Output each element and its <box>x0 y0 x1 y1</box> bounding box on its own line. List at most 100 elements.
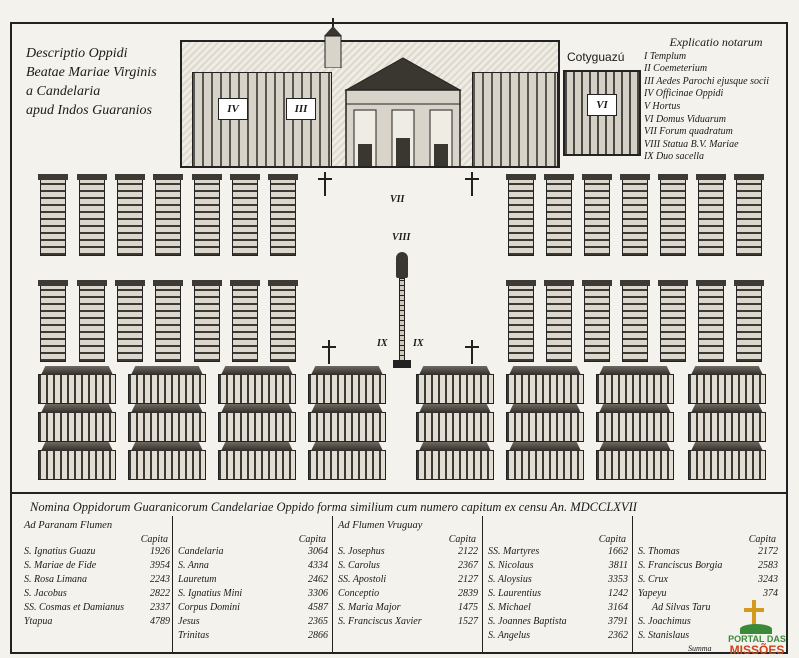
town-name: Conceptio <box>338 588 380 599</box>
legend-item: III Aedes Parochi ejusque socii <box>644 75 769 87</box>
town-capita: 3064 <box>308 546 328 557</box>
house-block <box>544 280 574 362</box>
town-name: SS. Apostoli <box>338 574 387 585</box>
table-row: S. Stanislaus <box>638 630 778 644</box>
long-house <box>596 412 674 442</box>
label-iii: III <box>286 98 316 120</box>
label-iv: IV <box>218 98 248 120</box>
house-block <box>153 280 183 362</box>
table-row: S. Joannes Baptista 3791 <box>488 616 628 630</box>
town-capita: 3791 <box>608 616 628 627</box>
town-capita: 4334 <box>308 560 328 571</box>
town-name: S. Franciscus Borgia <box>638 560 723 571</box>
table-heading: Nomina Oppidorum Guaranicorum Candelaria… <box>30 500 637 514</box>
town-capita: 2866 <box>308 630 328 641</box>
house-block <box>77 280 107 362</box>
summa-label: Summa <box>688 644 712 653</box>
town-name: S. Rosa Limana <box>24 574 88 585</box>
column-base <box>393 360 411 368</box>
house-block <box>115 280 145 362</box>
town-name: S. Angelus <box>488 630 531 641</box>
house-block <box>620 174 650 256</box>
column-shaft <box>399 278 405 362</box>
town-capita: 3306 <box>308 588 328 599</box>
town-capita: 4587 <box>308 602 328 613</box>
house-block <box>582 280 612 362</box>
column-divider <box>332 516 333 654</box>
town-capita: 2365 <box>308 616 328 627</box>
town-name: S. Mariae de Fide <box>24 560 97 571</box>
long-house <box>416 374 494 404</box>
town-capita: 3353 <box>608 574 628 585</box>
long-house <box>596 374 674 404</box>
house-block <box>506 174 536 256</box>
house-block <box>268 174 298 256</box>
long-house <box>38 450 116 480</box>
label-viii: VIII <box>392 232 411 243</box>
logo-line-2: MISSÕES <box>729 643 785 657</box>
label-ix: IX <box>377 338 388 349</box>
town-capita: 2172 <box>758 546 778 557</box>
town-capita: 3811 <box>608 560 628 571</box>
town-name: S. Joannes Baptista <box>488 616 567 627</box>
town-name: S. Ignatius Mini <box>178 588 243 599</box>
legend-item: VII Forum quadratum <box>644 126 733 138</box>
town-name: Jesus <box>178 616 200 627</box>
town-name: S. Laurentius <box>488 588 541 599</box>
town-name: S. Michael <box>488 602 531 613</box>
house-block <box>734 174 764 256</box>
column-divider <box>482 516 483 654</box>
long-house <box>506 374 584 404</box>
capita-label: Capita <box>140 534 168 545</box>
town-capita: 2583 <box>758 560 778 571</box>
cross-icon <box>322 340 336 364</box>
long-house <box>218 450 296 480</box>
table-row: Jesus 2365 <box>178 616 328 630</box>
town-name: S. Anna <box>178 560 209 571</box>
house-block <box>544 174 574 256</box>
title-line: Beatae Mariae Virginis <box>26 65 157 80</box>
long-house <box>128 450 206 480</box>
table-row: S. Joachimus <box>638 616 778 630</box>
town-name: S. Stanislaus <box>638 630 690 641</box>
town-name: SS. Martyres <box>488 546 540 557</box>
towns-table: Nomina Oppidorum Guaranicorum Candelaria… <box>10 492 788 654</box>
legend-item: V Hortus <box>644 100 681 112</box>
capita-label: Capita <box>298 534 326 545</box>
logo-line-1: PORTAL DAS <box>728 634 786 644</box>
house-block <box>115 174 145 256</box>
town-name: S. Maria Major <box>338 602 401 613</box>
town-capita: 2337 <box>150 602 170 613</box>
long-house <box>506 412 584 442</box>
town-name: S. Thomas <box>638 546 680 557</box>
column-header: Ad Flumen Vruguay <box>338 520 423 531</box>
town-capita: 1926 <box>150 546 170 557</box>
house-block <box>734 280 764 362</box>
town-capita: 2822 <box>150 588 170 599</box>
column-divider <box>172 516 173 654</box>
column-header <box>638 520 778 534</box>
long-house <box>688 450 766 480</box>
label-vi: VI <box>587 94 617 116</box>
table-row: S. Franciscus Borgia 2583 <box>638 560 778 574</box>
house-block <box>658 174 688 256</box>
town-capita: 2243 <box>150 574 170 585</box>
house-block <box>38 174 68 256</box>
town-name: Ytapua <box>24 616 53 627</box>
house-block <box>153 174 183 256</box>
outer-frame <box>10 22 788 654</box>
long-house <box>128 412 206 442</box>
town-name: Yapeyu <box>638 588 667 599</box>
